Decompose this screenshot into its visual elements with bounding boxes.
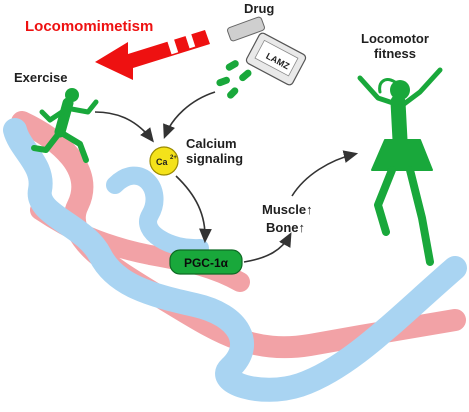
- drug-label: Drug: [244, 1, 274, 16]
- fitness-label-line1: Locomotor: [361, 31, 429, 46]
- calcium-charge: 2+: [170, 155, 177, 161]
- calcium-to-pgc-arrow: [175, 175, 212, 244]
- pgc-badge: PGC-1α: [169, 249, 243, 275]
- locomomimetism-label: Locomomimetism: [25, 18, 153, 35]
- muscle-label: Muscle↑: [262, 202, 313, 217]
- locomomimetism-arrow: [95, 26, 210, 80]
- capsule-icon: [216, 60, 252, 99]
- exercise-label: Exercise: [14, 70, 68, 85]
- runner-icon: [31, 88, 99, 163]
- bone-label: Bone↑: [266, 220, 305, 235]
- blue-ribbon-loop: [106, 166, 209, 258]
- pgc-label: PGC-1α: [184, 256, 229, 270]
- fitness-label-line2: fitness: [374, 46, 416, 61]
- outcomes-to-fitness-arrow: [291, 150, 359, 197]
- pill-bottle-icon: LAMZ: [227, 16, 307, 86]
- drug-to-calcium-arrow: [163, 91, 216, 139]
- calcium-label-line2: signaling: [186, 151, 243, 166]
- blue-ribbon: [3, 118, 467, 402]
- calcium-ion: Ca 2+: [149, 146, 179, 176]
- dancer-icon: [357, 67, 443, 266]
- pgc-to-outcomes-arrow: [243, 232, 292, 263]
- calcium-label-line1: Calcium: [186, 136, 237, 151]
- calcium-symbol: Ca: [156, 157, 168, 167]
- exercise-to-calcium-arrow: [94, 111, 154, 143]
